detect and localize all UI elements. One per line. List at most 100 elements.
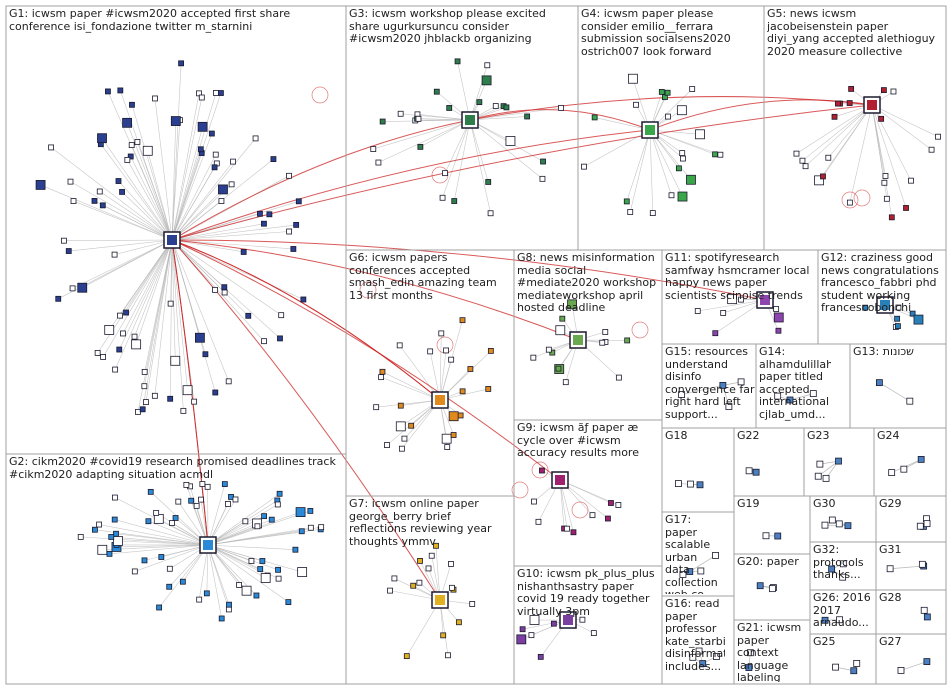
node-g1 — [142, 145, 153, 156]
node-g1 — [134, 139, 141, 145]
node-g1 — [225, 378, 232, 385]
node-g1 — [61, 237, 67, 244]
edge-g2 — [207, 544, 222, 619]
node-g4 — [627, 73, 638, 84]
node-g1 — [48, 144, 55, 151]
node-g7 — [433, 542, 439, 549]
node-g1 — [261, 220, 267, 227]
node-g1 — [198, 94, 205, 101]
node-g1 — [112, 366, 119, 373]
node-g1 — [77, 282, 88, 293]
edge-g1 — [171, 231, 290, 241]
node-g2 — [241, 585, 252, 596]
node-g8 — [624, 337, 631, 344]
node-g7 — [417, 557, 423, 564]
node-g6 — [485, 386, 492, 392]
node-g4 — [686, 174, 696, 185]
node-g1 — [197, 121, 208, 132]
node-g5 — [846, 100, 853, 106]
edge-g2 — [115, 533, 209, 546]
edge-g1 — [131, 144, 173, 241]
node-g5 — [883, 195, 890, 202]
node-g1 — [212, 286, 218, 293]
self-loop — [571, 501, 589, 519]
group-box-g7 — [345, 495, 515, 685]
edge-g2 — [207, 484, 226, 546]
node-g1 — [212, 389, 219, 396]
node-g2 — [112, 494, 118, 501]
node-g2 — [236, 582, 242, 588]
node-g4 — [712, 151, 718, 158]
edge-g2 — [207, 544, 296, 551]
edge-g4 — [649, 129, 672, 196]
node-g2 — [131, 568, 138, 575]
group-box-g19 — [733, 495, 811, 555]
node-g30 — [835, 520, 843, 528]
node-g6 — [438, 330, 445, 337]
node-g1 — [300, 296, 307, 303]
group-box-g27 — [875, 633, 947, 685]
edge-g1 — [122, 239, 173, 334]
node-g6 — [459, 317, 466, 324]
node-g16 — [713, 653, 720, 660]
node-g1 — [127, 153, 134, 160]
node-g2 — [113, 530, 119, 537]
node-g1 — [135, 408, 141, 415]
node-g6 — [450, 432, 457, 438]
edge-g31 — [890, 565, 924, 570]
group-box-g4 — [577, 5, 765, 251]
node-g10 — [590, 630, 597, 636]
node-g5 — [935, 133, 941, 140]
node-g2 — [221, 481, 228, 488]
node-g3 — [524, 113, 531, 120]
node-g19 — [762, 532, 770, 540]
node-g3 — [484, 62, 491, 69]
edge-g7 — [439, 599, 449, 656]
node-g8 — [562, 379, 569, 386]
node-g7 — [416, 579, 423, 586]
edge-g1 — [63, 239, 173, 241]
node-g7 — [403, 653, 410, 660]
node-g10 — [519, 626, 526, 633]
node-g2 — [232, 496, 239, 503]
node-g2 — [225, 501, 231, 507]
node-g2 — [141, 557, 148, 564]
hub-node-fill-g6 — [435, 395, 445, 405]
edge-g1 — [171, 223, 264, 241]
hub-node-fill-g5 — [867, 100, 877, 110]
node-g1 — [170, 355, 181, 366]
node-g2 — [268, 516, 275, 523]
edge-g2 — [150, 491, 209, 546]
node-g9 — [615, 502, 622, 508]
node-g27 — [923, 658, 931, 665]
node-g1 — [178, 60, 184, 67]
node-g5 — [928, 146, 935, 153]
hub-node-fill-g11 — [760, 295, 770, 305]
node-g15 — [719, 381, 727, 389]
edge-g1 — [171, 133, 213, 241]
edge-g3 — [453, 119, 471, 202]
edge-g1 — [171, 239, 188, 391]
node-g9 — [535, 518, 542, 525]
node-g1 — [295, 198, 302, 205]
edge-g6 — [381, 376, 441, 401]
edge-g1 — [171, 224, 297, 241]
node-g1 — [202, 351, 209, 358]
node-g3 — [492, 103, 499, 109]
node-g3 — [433, 88, 440, 95]
node-g4 — [689, 86, 696, 92]
node-g2 — [147, 488, 154, 495]
node-g3 — [375, 159, 382, 166]
node-g28 — [920, 606, 928, 614]
node-g1 — [35, 180, 46, 190]
node-g14 — [774, 392, 782, 400]
node-g1 — [124, 157, 131, 163]
node-g1 — [99, 202, 106, 209]
node-g1 — [277, 335, 283, 342]
node-g7 — [448, 561, 454, 567]
node-g2 — [226, 601, 232, 608]
node-g5 — [908, 177, 914, 184]
node-g2 — [106, 550, 113, 557]
node-g25 — [832, 663, 839, 671]
edge-inter-group — [171, 239, 441, 401]
